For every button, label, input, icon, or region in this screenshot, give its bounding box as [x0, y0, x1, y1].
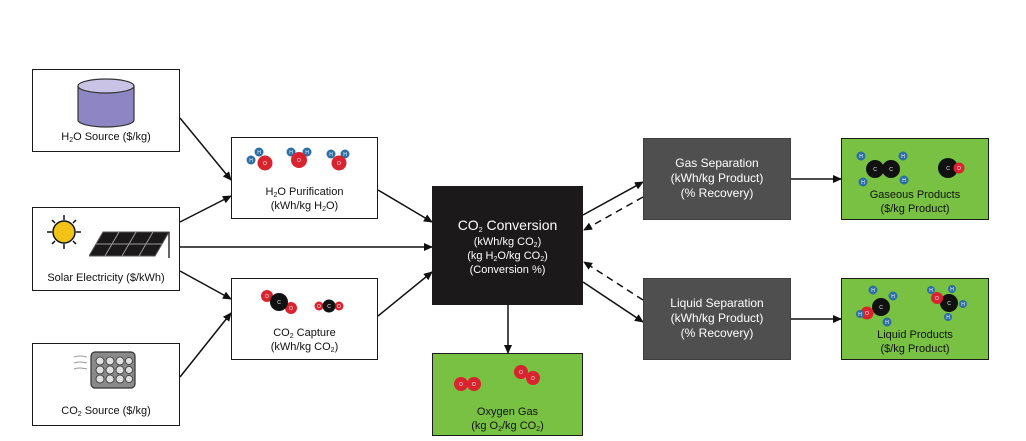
co2-capture-unit: (kWh/kg CO2) — [270, 341, 339, 354]
h2o-source-node: H2O Source ($/kg) — [32, 69, 180, 152]
solar-electricity-label: Solar Electricity ($/kWh) — [47, 272, 165, 284]
svg-text:H: H — [946, 315, 950, 321]
svg-text:H: H — [858, 312, 862, 318]
svg-text:C: C — [879, 305, 883, 311]
oxygen-molecules-icon: O O O O — [454, 365, 540, 391]
svg-text:H: H — [902, 178, 906, 184]
co2-conversion-water-ratio: (kg H2O/kg CO2) — [467, 250, 548, 263]
gas-separation-title: Gas Separation — [675, 156, 759, 170]
svg-text:H: H — [329, 152, 333, 158]
co2-conversion-title: CO2 Conversion — [457, 217, 558, 234]
oxygen-gas-title: Oxygen Gas — [476, 406, 539, 418]
svg-text:O: O — [297, 158, 301, 164]
svg-text:C: C — [277, 300, 281, 306]
liquid-separation-recovery: (% Recovery) — [680, 326, 754, 340]
svg-text:H: H — [885, 320, 889, 326]
arrow-liquid-separation-recycle — [583, 261, 644, 301]
liquid-separation-node: Liquid Separation (kWh/kg Product) (% Re… — [643, 278, 791, 360]
arrow-capture-to-conversion — [377, 271, 433, 317]
svg-text:O: O — [289, 306, 293, 312]
oxygen-gas-node: O O O O Oxygen Gas (kg O2/kg CO2) — [432, 353, 583, 436]
liquid-products-node: C O H H H H C O H H H H Liquid Products ($/kg … — [841, 278, 989, 360]
co2-conversion-percent: (Conversion %) — [469, 264, 546, 276]
svg-text:C: C — [327, 304, 331, 310]
svg-text:H: H — [343, 152, 347, 158]
gas-molecules-icon: C C H H H H C O — [856, 151, 965, 187]
arrow-gas-separation-recycle — [583, 196, 644, 231]
oxygen-gas-unit: (kg O2/kg CO2) — [471, 420, 544, 433]
svg-text:O: O — [519, 370, 523, 376]
liquid-molecules-icon: C O H H H H C O H H H H — [856, 285, 967, 327]
svg-text:O: O — [459, 382, 463, 388]
gaseous-products-node: C C H H H H C O Gaseous Products ($/kg Produ… — [841, 138, 989, 220]
arrow-solar-to-capture — [179, 270, 232, 300]
sun-icon — [47, 215, 81, 249]
solar-electricity-node: Solar Electricity ($/kWh) — [32, 207, 180, 291]
svg-text:H: H — [929, 288, 933, 294]
solar-panel-icon — [89, 231, 170, 258]
h2o-purification-title: H2O Purification — [265, 186, 344, 199]
svg-text:O: O — [957, 166, 961, 172]
svg-text:H: H — [249, 158, 253, 164]
svg-text:C: C — [889, 167, 893, 173]
gas-separation-energy: (kWh/kg Product) — [670, 171, 764, 185]
liquid-products-unit: ($/kg Product) — [880, 343, 950, 355]
svg-text:H: H — [257, 150, 261, 156]
svg-text:O: O — [337, 161, 341, 167]
svg-text:O: O — [265, 294, 269, 300]
svg-text:H: H — [859, 154, 863, 160]
svg-text:O: O — [935, 296, 939, 302]
gaseous-products-title: Gaseous Products — [869, 189, 961, 201]
svg-text:C: C — [946, 166, 950, 172]
arrow-solar-to-purification — [179, 195, 232, 223]
svg-text:O: O — [865, 311, 869, 317]
h2o-purification-unit: (kWh/kg H2O) — [270, 200, 339, 213]
liquid-products-title: Liquid Products — [877, 329, 953, 341]
svg-text:H: H — [871, 288, 875, 294]
co2-source-node: CO2 Source ($/kg) — [32, 343, 180, 426]
arrow-conversion-to-gas-separation — [582, 181, 644, 216]
gas-separation-node: Gas Separation (kWh/kg Product) (% Recov… — [643, 138, 791, 220]
svg-text:O: O — [337, 304, 341, 310]
svg-text:H: H — [305, 150, 309, 156]
gaseous-products-unit: ($/kg Product) — [880, 203, 950, 215]
liquid-separation-energy: (kWh/kg Product) — [670, 311, 764, 325]
svg-text:H: H — [961, 302, 965, 308]
water-tank-icon — [77, 78, 135, 128]
co2-conversion-node: CO2 Conversion (kWh/kg CO2) (kg H2O/kg C… — [432, 186, 583, 305]
h2o-source-label: H2O Source ($/kg) — [61, 131, 151, 144]
svg-text:H: H — [861, 180, 865, 186]
svg-text:C: C — [873, 167, 877, 173]
svg-text:O: O — [317, 304, 321, 310]
svg-text:H: H — [901, 154, 905, 160]
gas-separation-recovery: (% Recovery) — [680, 186, 754, 200]
co2-capture-title: CO2 Capture — [273, 327, 336, 340]
svg-text:O: O — [263, 161, 267, 167]
air-capture-unit-icon — [73, 351, 136, 389]
svg-text:O: O — [472, 382, 476, 388]
arrow-co2-source-to-capture — [179, 312, 232, 378]
svg-text:H: H — [891, 294, 895, 300]
svg-text:O: O — [531, 376, 535, 382]
liquid-separation-title: Liquid Separation — [670, 296, 764, 310]
svg-text:C: C — [947, 301, 951, 307]
svg-text:H: H — [289, 150, 293, 156]
co2-source-label: CO2 Source ($/kg) — [61, 405, 151, 418]
co2-conversion-energy: (kWh/kg CO2) — [473, 236, 542, 249]
arrow-purification-to-conversion — [377, 189, 433, 223]
arrow-conversion-to-liquid-separation — [582, 281, 644, 323]
svg-text:H: H — [950, 287, 954, 293]
arrow-h2o-source-to-purification — [179, 117, 232, 181]
